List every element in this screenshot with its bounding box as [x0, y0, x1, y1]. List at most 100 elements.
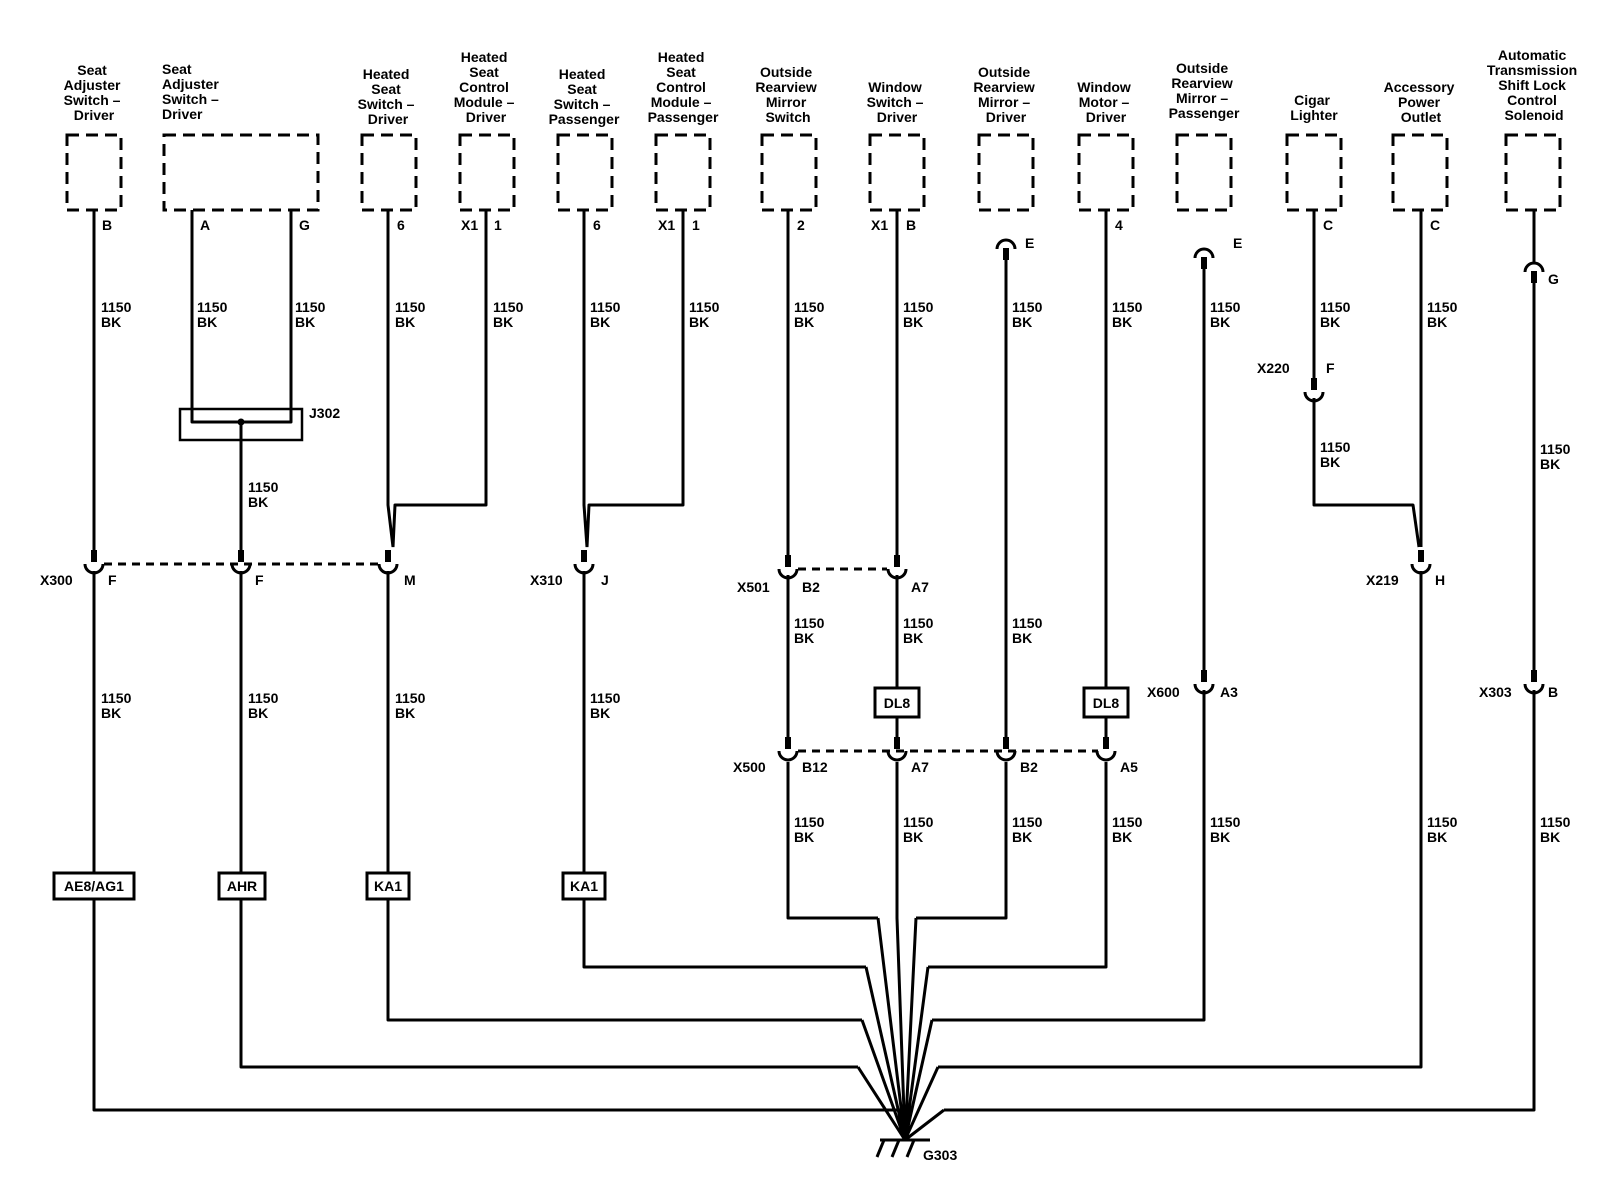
- wire-x300-m-out: [386, 571, 862, 1022]
- wire-seat-adjuster-1: [92, 210, 903, 1112]
- splice-j302: J302: [178, 405, 340, 442]
- connector-x501: X501: [737, 579, 770, 595]
- connector-pin: [1201, 257, 1207, 269]
- component-labels: Seat Adjuster Switch – Driver Seat Adjus…: [64, 47, 1581, 127]
- splice-box: [178, 407, 304, 442]
- pin-label: A5: [1120, 759, 1138, 775]
- connector-cup: [886, 750, 908, 762]
- connector-pin: [1418, 550, 1424, 562]
- label-heated-seat-switch-driver: Heated Seat Switch – Driver: [358, 66, 419, 127]
- connector-cup: [1193, 247, 1215, 259]
- label-window-motor-driver: Window Motor – Driver: [1077, 79, 1134, 125]
- connector-pin: [1531, 271, 1537, 283]
- label-heated-seat-control-module-passenger: Heated Seat Control Module – Passenger: [648, 49, 719, 125]
- ground-symbol: [875, 1138, 930, 1158]
- connector-cup: [1095, 750, 1117, 762]
- connector-x220: X220: [1257, 360, 1290, 376]
- wire-heated-seat-passenger: [582, 210, 685, 548]
- connector-labels: X300 F F M X310 J X501 B2 A7 X500 B12 A7…: [40, 360, 1558, 775]
- option-ae8-ag1: AE8/AG1: [52, 871, 136, 901]
- connector-cup: [886, 568, 908, 580]
- wire-x310-out: [582, 571, 866, 969]
- option-ahr: AHR: [217, 871, 267, 901]
- label-cigar-lighter: Cigar Lighter: [1290, 92, 1338, 123]
- connector-cup: [995, 238, 1017, 250]
- pin-label: A3: [1220, 684, 1238, 700]
- connector-cup: [573, 563, 595, 575]
- connector-pin: [785, 737, 791, 749]
- svg-text:AHR: AHR: [227, 878, 257, 894]
- wire-cigar-lighter: [1312, 210, 1421, 548]
- wires: [92, 210, 1536, 1142]
- pin-label: B: [1548, 684, 1558, 700]
- svg-text:KA1: KA1: [374, 878, 402, 894]
- box-seat-adjuster-1: [65, 133, 123, 212]
- connector-pin: [238, 550, 244, 562]
- svg-text:DL8: DL8: [1093, 695, 1120, 711]
- pin-label: F: [255, 572, 264, 588]
- connector-x303: X303: [1479, 684, 1512, 700]
- connector-cups: [83, 238, 1545, 762]
- label-outside-rearview-mirror-driver: Outside Rearview Mirror – Driver: [973, 64, 1038, 125]
- pin-label: F: [108, 572, 117, 588]
- connector-cup: [1523, 261, 1545, 273]
- wire-mirror-switch: [786, 210, 878, 920]
- connector-pin: [785, 555, 791, 567]
- connector-cup: [1303, 391, 1325, 403]
- connector-cup: [777, 568, 799, 580]
- connector-cup: [1410, 563, 1432, 575]
- pin-label: A: [200, 217, 210, 233]
- ground-label: G303: [923, 1147, 957, 1163]
- connector-cup: [995, 750, 1017, 762]
- connector-x300: X300: [40, 572, 73, 588]
- pin-label: B: [906, 217, 916, 233]
- box-mirror-driver: [977, 133, 1035, 212]
- label-shift-lock-solenoid: Automatic Transmission Shift Lock Contro…: [1487, 47, 1581, 123]
- svg-text:KA1: KA1: [570, 878, 598, 894]
- pin-label: B2: [802, 579, 820, 595]
- connector-x310: X310: [530, 572, 563, 588]
- pin-label: A7: [911, 579, 929, 595]
- option-ka1-passenger: KA1: [561, 871, 607, 901]
- label-outside-rearview-mirror-passenger: Outside Rearview Mirror – Passenger: [1169, 60, 1240, 121]
- connector-pin: [385, 550, 391, 562]
- connector-x500: X500: [733, 759, 766, 775]
- pin-label: E: [1025, 235, 1034, 251]
- pin-label: J: [601, 572, 609, 588]
- pin-label: C: [1323, 217, 1333, 233]
- wire-accessory-outlet: [938, 210, 1423, 1069]
- wire-mirror-driver: [916, 255, 1008, 920]
- pin-label: 2: [797, 217, 805, 233]
- pin-label: 1: [692, 217, 700, 233]
- connector-pin: [581, 550, 587, 562]
- label-heated-seat-control-module-driver: Heated Seat Control Module – Driver: [454, 49, 519, 125]
- box-heated-seat-cm-passenger: [654, 133, 712, 212]
- connector-cup: [83, 563, 105, 575]
- wire-j302-out: [239, 422, 858, 1069]
- connector-links: [104, 562, 1098, 753]
- option-ka1-driver: KA1: [365, 871, 411, 901]
